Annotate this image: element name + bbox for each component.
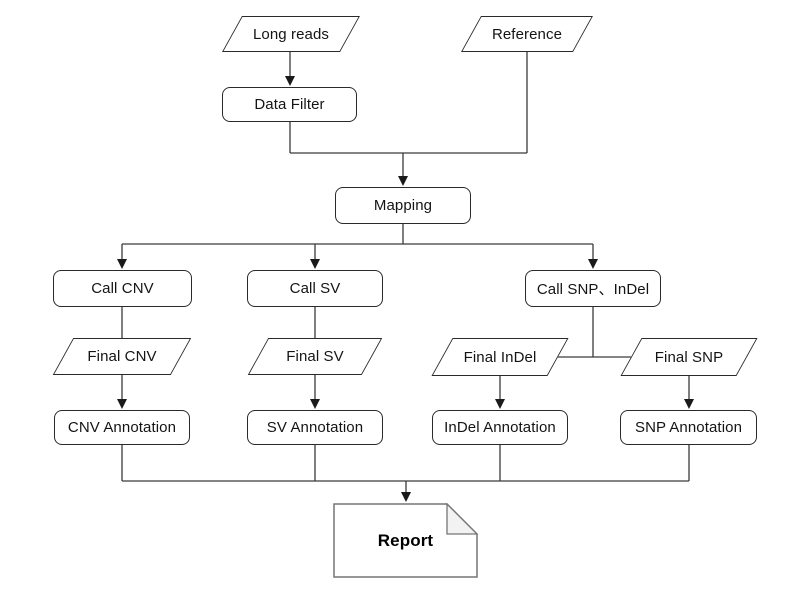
arrowhead-report: [401, 492, 411, 502]
node-label-snp-annotation: SNP Annotation: [634, 419, 743, 436]
node-label-indel-annotation: InDel Annotation: [444, 419, 556, 436]
node-label-data-filter: Data Filter: [254, 96, 325, 113]
node-final-indel: Final InDel: [431, 338, 569, 376]
node-label-call-sv: Call SV: [289, 280, 341, 297]
node-final-snp: Final SNP: [620, 338, 758, 376]
arrowhead-callsnpindel: [588, 259, 598, 269]
arrowhead-callcnv: [117, 259, 127, 269]
node-call-sv: Call SV: [247, 270, 383, 307]
node-label-call-snp-indel: Call SNP、InDel: [536, 281, 650, 298]
arrowhead-mapping: [398, 176, 408, 186]
arrowhead-svannotation: [310, 399, 320, 409]
node-label-sv-annotation: SV Annotation: [266, 419, 364, 436]
arrowhead-callsv: [310, 259, 320, 269]
node-label-call-cnv: Call CNV: [91, 280, 154, 297]
node-final-sv: Final SV: [247, 338, 383, 375]
node-label-reference: Reference: [491, 25, 563, 43]
node-label-final-indel: Final InDel: [463, 348, 537, 366]
node-mapping: Mapping: [335, 187, 471, 224]
node-long-reads: Long reads: [222, 16, 360, 52]
node-indel-annotation: InDel Annotation: [432, 410, 568, 445]
arrowhead-datafilter: [285, 76, 295, 86]
node-label-final-sv: Final SV: [286, 348, 344, 365]
node-call-cnv: Call CNV: [53, 270, 192, 307]
node-final-cnv: Final CNV: [52, 338, 192, 375]
arrowhead-cnvannotation: [117, 399, 127, 409]
node-label-mapping: Mapping: [373, 197, 433, 214]
node-label-final-snp: Final SNP: [654, 348, 724, 366]
node-sv-annotation: SV Annotation: [247, 410, 383, 445]
node-data-filter: Data Filter: [222, 87, 357, 122]
arrowhead-snpannotation: [684, 399, 694, 409]
node-label-final-cnv: Final CNV: [87, 348, 157, 365]
node-label-long-reads: Long reads: [252, 25, 330, 43]
document-shape: [333, 503, 478, 578]
node-reference: Reference: [461, 16, 593, 52]
node-report: Report: [333, 503, 478, 578]
node-label-cnv-annotation: CNV Annotation: [67, 419, 177, 436]
node-cnv-annotation: CNV Annotation: [54, 410, 190, 445]
arrowhead-indelannotation: [495, 399, 505, 409]
node-snp-annotation: SNP Annotation: [620, 410, 757, 445]
node-label-report: Report: [377, 530, 434, 550]
node-call-snp-indel: Call SNP、InDel: [525, 270, 661, 307]
